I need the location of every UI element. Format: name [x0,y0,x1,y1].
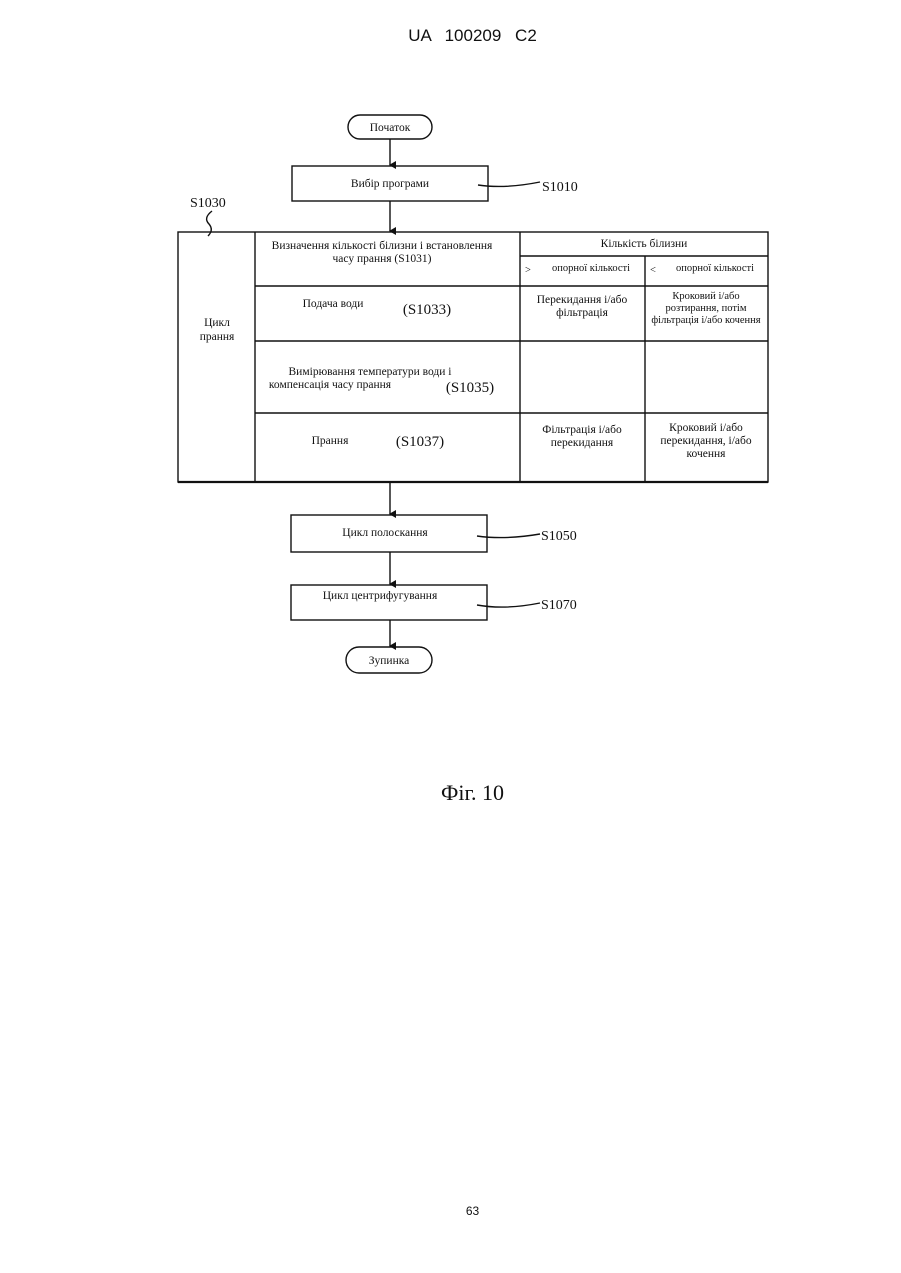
s1033-less-line1: Кроковий і/або [672,291,739,302]
less-label: опорної кількості [676,263,754,274]
rinse-ref: S1050 [541,529,577,544]
start-label: Початок [370,122,411,134]
wash-cycle-title-line1: Цикл [204,317,230,329]
laundry-amount-header: Кількість білизни [601,238,688,250]
stop-label: Зупинка [369,655,410,667]
greater-symbol: > [525,265,531,276]
step-s1031-line2: часу прання (S1031) [332,253,431,265]
s1037-greater-line2: перекидання [551,437,614,449]
step-s1031-line1: Визначення кількості білизни і встановле… [272,240,493,252]
s1033-greater-line2: фільтрація [556,307,609,319]
page-number: 63 [0,1204,901,1218]
s1037-less-line3: кочення [687,448,727,460]
s1033-less-line2: розтирання, потім [666,303,747,314]
s1033-less-line3: фільтрація і/або кочення [651,315,760,326]
step-s1033-label: Подача води [303,298,364,310]
leader-line [478,182,540,186]
wash-cycle-ref: S1030 [190,196,226,211]
spin-label: Цикл центрифугування [323,590,438,602]
figure-caption: Фіг. 10 [0,780,901,806]
less-symbol: < [650,265,656,276]
s1033-greater-line1: Перекидання і/або [537,294,628,306]
step-s1033-ref: (S1033) [403,302,451,318]
s1037-greater-line1: Фільтрація і/або [542,424,622,436]
step-s1035-ref: (S1035) [446,380,494,396]
step-s1037-label: Прання [312,435,349,447]
rinse-label: Цикл полоскання [342,527,428,539]
greater-label: опорної кількості [552,263,630,274]
select-program-ref: S1010 [542,180,578,195]
step-s1035-line2: компенсація часу прання [269,379,392,391]
select-program-label: Вибір програми [351,178,429,190]
step-s1037-ref: (S1037) [396,434,444,450]
s1037-less-line1: Кроковий і/або [669,422,743,434]
s1037-less-line2: перекидання, і/або [660,435,752,447]
wash-cycle-title-line2: прання [200,331,235,343]
step-s1035-line1: Вимірювання температури води і [289,366,452,378]
spin-ref: S1070 [541,598,577,613]
